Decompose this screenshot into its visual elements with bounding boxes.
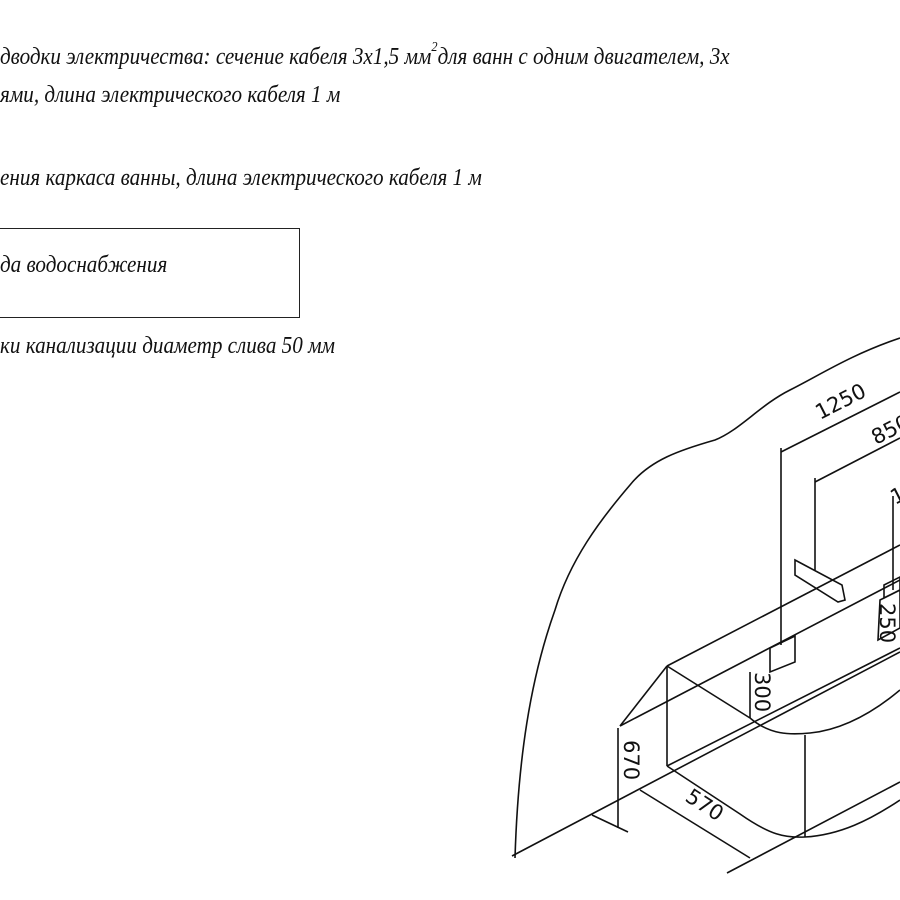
tub-left-top bbox=[619, 665, 668, 727]
note-electric-supply: дводки электричества: сечение кабеля 3х1… bbox=[0, 40, 730, 71]
tub-top-back bbox=[666, 544, 900, 667]
dim-850-line bbox=[814, 437, 900, 483]
wall-outline bbox=[514, 337, 900, 859]
dim-250-label: 250 bbox=[875, 603, 899, 643]
valve-icon bbox=[883, 576, 900, 600]
floor-edge bbox=[511, 651, 900, 857]
note-electric-cable: ями, длина электрического кабеля 1 м bbox=[0, 82, 341, 108]
dim-670-ext bbox=[591, 814, 629, 833]
superscript: 2 bbox=[431, 40, 438, 55]
tub-inner-edge bbox=[666, 647, 900, 767]
note-drain: ки канализации диаметр слива 50 мм bbox=[0, 333, 336, 359]
floor-edge-front bbox=[726, 781, 900, 874]
dim-300-label: 300 bbox=[750, 672, 774, 712]
water-supply-box bbox=[0, 228, 300, 318]
note-water-supply: да водоснабжения bbox=[0, 252, 168, 278]
dim-570-line bbox=[639, 789, 751, 859]
dim-1250-line bbox=[780, 391, 900, 453]
socket-icon bbox=[769, 634, 796, 674]
dim-670-label: 670 bbox=[619, 740, 643, 780]
note-frame-grounding: ения каркаса ванны, длина электрического… bbox=[0, 165, 482, 191]
tub-diagonal bbox=[666, 665, 751, 719]
faucet-icon bbox=[794, 558, 846, 603]
note-text: для ванн с одним двигателем, 3х bbox=[437, 44, 730, 70]
dim-850-label: 850 bbox=[867, 410, 900, 450]
tub-top-curve bbox=[749, 689, 900, 735]
dim-1250-label: 1250 bbox=[811, 379, 870, 425]
note-text: дводки электричества: сечение кабеля 3х1… bbox=[0, 44, 432, 70]
